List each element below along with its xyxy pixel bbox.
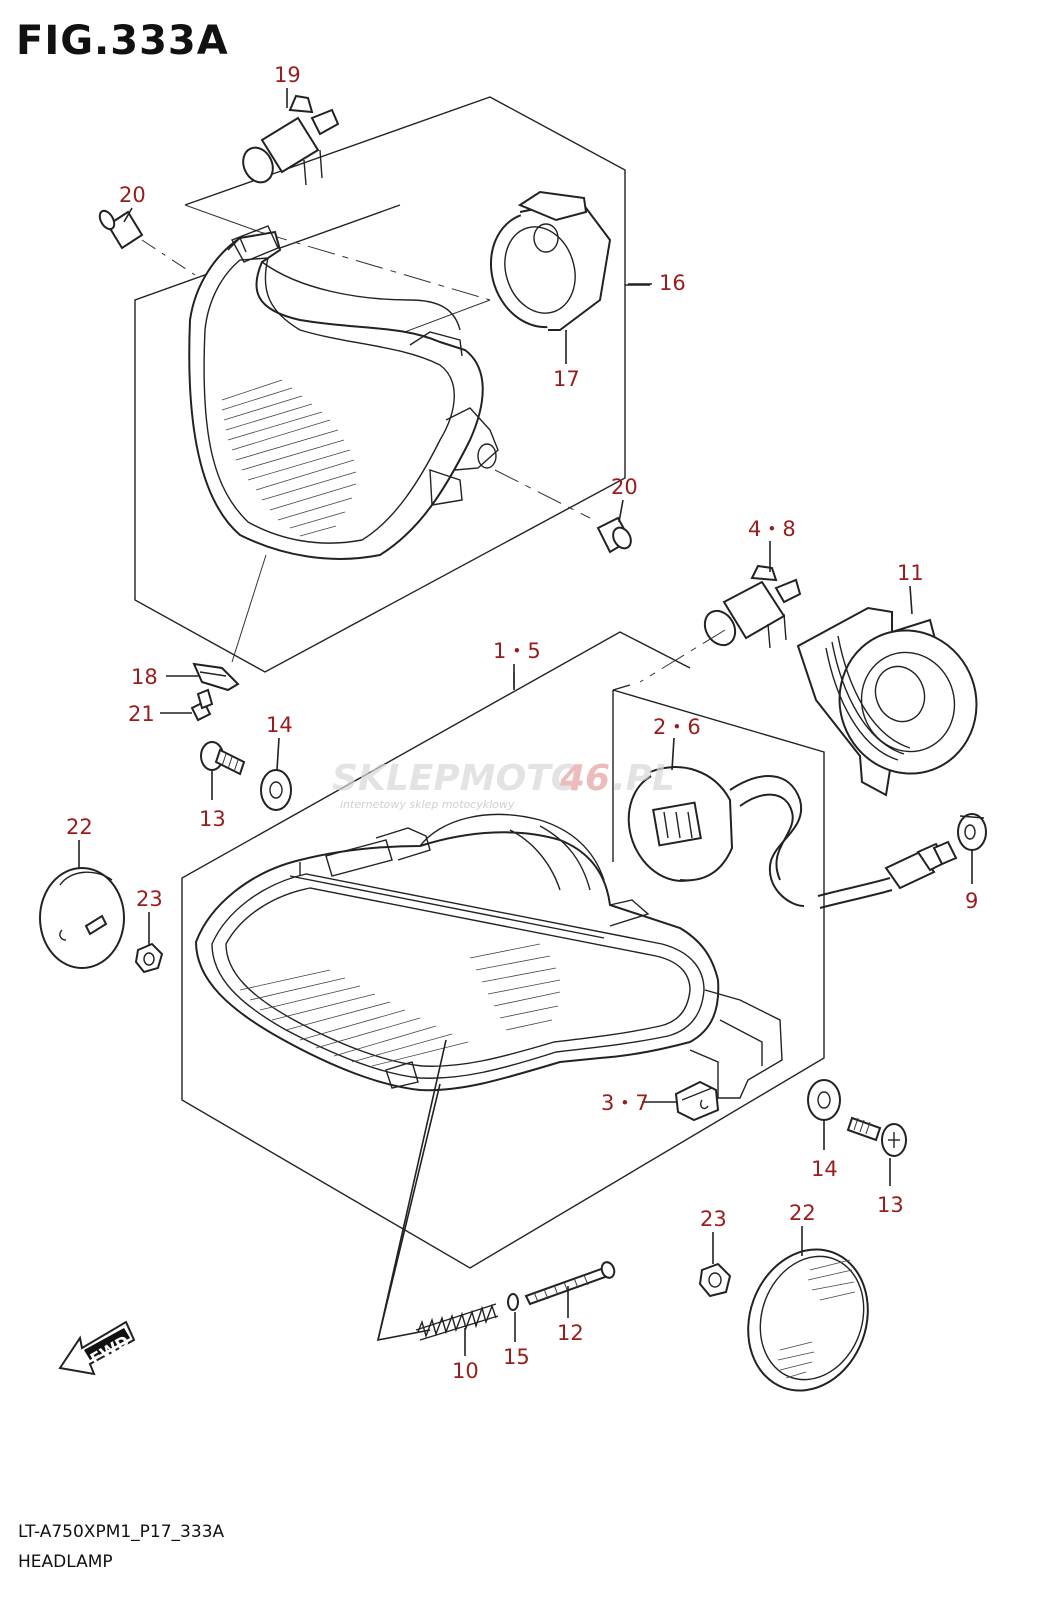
upper-grommet-centerline [494, 469, 591, 519]
callout-2-6: 2・6 [653, 715, 701, 739]
bolt-part-21 [190, 688, 214, 722]
callout-14-left: 14 [266, 713, 293, 737]
nut-part-23-right [698, 1262, 732, 1298]
grommet-part-14-left [260, 769, 292, 811]
callout-20-upper: 20 [119, 183, 146, 207]
drawing-code: LT-A750XPM1_P17_333A [18, 1522, 225, 1542]
callout-1-5: 1・5 [493, 639, 541, 663]
watermark-brand-part3: .PL [612, 758, 675, 799]
watermark-brand-part1: SKLEPMOTO [332, 758, 581, 799]
upper-bulb-part-19 [242, 94, 340, 186]
nut-part-23-left [134, 942, 164, 974]
callout-19: 19 [274, 63, 301, 87]
screw-part-13-left [200, 741, 246, 776]
callout-11: 11 [897, 561, 924, 585]
watermark-tagline: internetowy sklep motocyklowy [340, 798, 515, 811]
lower-headlamp-housing [194, 813, 783, 1099]
grommet-part-20-upper [98, 209, 196, 276]
spring-part-10 [415, 1303, 499, 1341]
callout-10: 10 [452, 1359, 479, 1383]
lower-bulb-centerline [639, 629, 726, 683]
callout-17: 17 [553, 367, 580, 391]
figure-title: FIG.333A [16, 18, 229, 64]
watermark-logo: SKLEPMOTO 46 .PL internetowy sklep motoc… [332, 758, 675, 811]
callout-21: 21 [128, 702, 155, 726]
upper-lens-hatching [221, 379, 357, 537]
watermark-brand-part2: 46 [559, 758, 610, 799]
reflector-part-22-left [39, 867, 125, 969]
upper-headlamp-housing [188, 225, 499, 560]
grommet-part-9 [957, 813, 987, 851]
callout-23-right: 23 [700, 1207, 727, 1231]
callout-labels: 19 20 16 17 20 4・8 11 1・5 18 21 14 13 2・… [66, 63, 978, 1383]
callout-15: 15 [503, 1345, 530, 1369]
fwd-arrow-icon [58, 1320, 136, 1376]
callout-22-left: 22 [66, 815, 93, 839]
grommet-part-20-lower [596, 516, 632, 554]
section-name: HEADLAMP [18, 1552, 113, 1572]
callout-20-lower: 20 [611, 475, 638, 499]
adjusting-screw-part-12 [524, 1261, 616, 1306]
bracket-leader [231, 554, 267, 663]
callout-23-left: 23 [136, 887, 163, 911]
callout-16: 16 [659, 271, 686, 295]
callout-13-right: 13 [877, 1193, 904, 1217]
callout-9: 9 [965, 889, 978, 913]
clip-part-3-7 [674, 1080, 720, 1122]
washer-part-15 [507, 1293, 519, 1311]
callout-13-left: 13 [199, 807, 226, 831]
callout-22-right: 22 [789, 1201, 816, 1225]
callout-4-8: 4・8 [748, 517, 796, 541]
callout-18: 18 [131, 665, 158, 689]
callout-12: 12 [557, 1321, 584, 1345]
lower-lens-hatching [239, 943, 561, 1067]
lower-bulb-part-4-8 [703, 564, 802, 649]
callout-3-7: 3・7 [601, 1091, 649, 1115]
callout-14-right: 14 [811, 1157, 838, 1181]
socket-part-2-6 [627, 766, 958, 909]
bracket-part-18 [192, 662, 240, 692]
cover-part-11 [796, 606, 978, 797]
screw-part-13-right [846, 1116, 907, 1157]
socket-cover-part-17 [489, 190, 612, 331]
grommet-part-14-right [807, 1079, 841, 1121]
callout-leaders [78, 88, 973, 1356]
spring-leader-2 [377, 1039, 447, 1341]
reflector-part-22-right [747, 1248, 869, 1392]
